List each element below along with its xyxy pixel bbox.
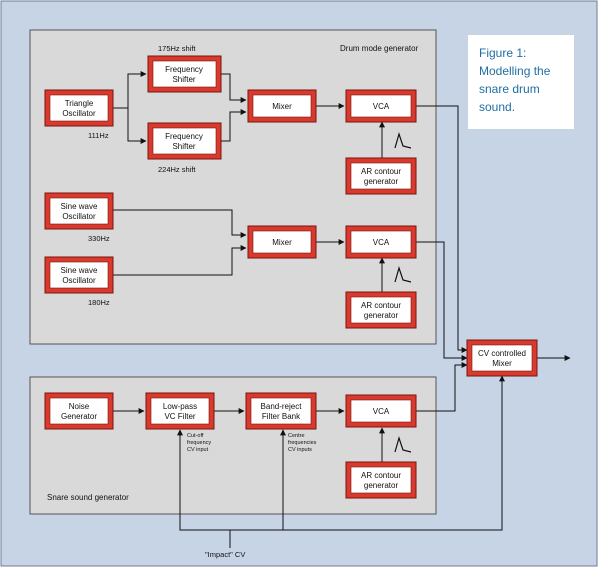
svg-text:Triangle: Triangle: [65, 99, 94, 108]
figure-caption: Figure 1: Modelling the snare drum sound…: [479, 46, 554, 114]
vca-1-block: VCA: [345, 89, 417, 123]
sine-oscillator-2-block: Sine wave Oscillator: [44, 256, 114, 294]
sine-oscillator-1-block: Sine wave Oscillator: [44, 192, 114, 230]
freq-180-label: 180Hz: [88, 298, 110, 307]
mixer-1-block: Mixer: [247, 89, 317, 123]
svg-text:Oscillator: Oscillator: [62, 276, 96, 285]
freq-330-label: 330Hz: [88, 234, 110, 243]
signal-wires: [113, 71, 571, 548]
svg-text:AR contour: AR contour: [361, 471, 401, 480]
svg-text:VCA: VCA: [373, 238, 390, 247]
svg-text:generator: generator: [364, 177, 399, 186]
svg-text:Oscillator: Oscillator: [62, 212, 96, 221]
band-reject-filter-block: Band-reject Filter Bank: [245, 392, 317, 430]
svg-text:Filter Bank: Filter Bank: [262, 412, 301, 421]
svg-text:VCA: VCA: [373, 102, 390, 111]
svg-text:VCA: VCA: [373, 407, 390, 416]
svg-text:Mixer: Mixer: [492, 359, 512, 368]
svg-text:Shifter: Shifter: [172, 75, 195, 84]
svg-text:Sine wave: Sine wave: [61, 266, 98, 275]
svg-text:Mixer: Mixer: [272, 238, 292, 247]
snare-title: Snare sound generator: [47, 493, 129, 502]
cutoff-cv-label: Cut-off frequency CV input: [187, 433, 213, 453]
svg-text:AR contour: AR contour: [361, 167, 401, 176]
svg-text:Noise: Noise: [69, 402, 90, 411]
impact-cv-label: "Impact" CV: [205, 550, 245, 559]
svg-text:generator: generator: [364, 481, 399, 490]
vca-2-block: VCA: [345, 225, 417, 259]
noise-generator-block: Noise Generator: [44, 392, 114, 430]
ar-contour-3-block: AR contour generator: [345, 461, 417, 499]
drum-mode-title: Drum mode generator: [340, 44, 419, 53]
svg-text:Low-pass: Low-pass: [163, 402, 197, 411]
shift-175-label: 175Hz shift: [158, 44, 196, 53]
svg-text:Mixer: Mixer: [272, 102, 292, 111]
frequency-shifter-1-block: Frequency Shifter: [147, 55, 222, 93]
svg-text:Frequency: Frequency: [165, 65, 203, 74]
svg-text:CV controlled: CV controlled: [478, 349, 526, 358]
cv-controlled-mixer-block: CV controlled Mixer: [466, 339, 538, 377]
caption-box: [468, 35, 574, 129]
envelope-icon-3: [394, 435, 412, 453]
svg-text:Shifter: Shifter: [172, 142, 195, 151]
envelope-icon-1: [394, 131, 412, 149]
vca-3-block: VCA: [345, 394, 417, 428]
mixer-2-block: Mixer: [247, 225, 317, 259]
svg-text:Band-reject: Band-reject: [261, 402, 303, 411]
svg-text:Oscillator: Oscillator: [62, 109, 96, 118]
ar-contour-1-block: AR contour generator: [345, 157, 417, 195]
shift-224-label: 224Hz shift: [158, 165, 196, 174]
centre-cv-label: Centre frequencies CV inputs: [288, 433, 318, 453]
ar-contour-2-block: AR contour generator: [345, 291, 417, 329]
triangle-oscillator-block: Triangle Oscillator: [44, 89, 114, 127]
frequency-shifter-2-block: Frequency Shifter: [147, 122, 222, 160]
svg-text:AR contour: AR contour: [361, 301, 401, 310]
svg-text:Sine wave: Sine wave: [61, 202, 98, 211]
svg-text:generator: generator: [364, 311, 399, 320]
lowpass-filter-block: Low-pass VC Filter: [145, 392, 215, 430]
envelope-icon-2: [394, 265, 412, 283]
freq-111-label: 111Hz: [88, 131, 109, 140]
svg-text:VC Filter: VC Filter: [164, 412, 195, 421]
svg-text:Generator: Generator: [61, 412, 97, 421]
svg-text:Frequency: Frequency: [165, 132, 203, 141]
